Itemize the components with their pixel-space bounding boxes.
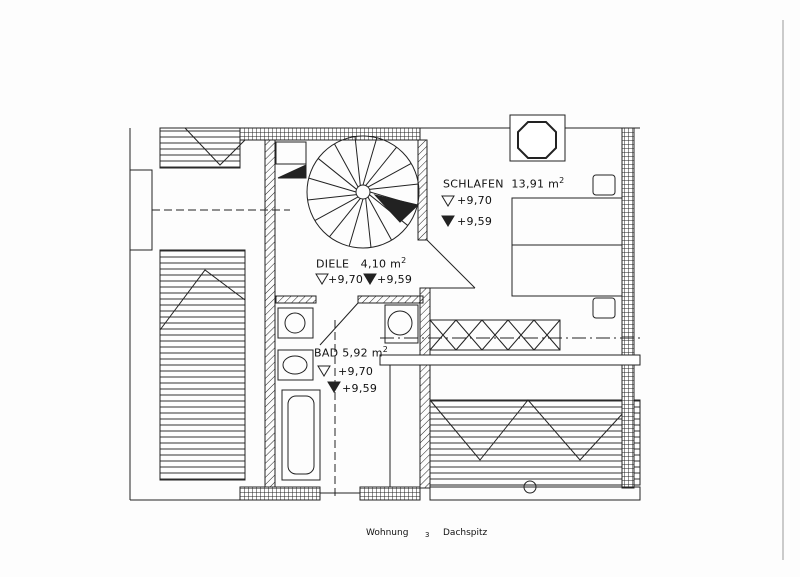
stair-tread [369,183,419,190]
level-top-schlafen: +9,70 [457,194,493,207]
room-area: 4,10 m [360,257,402,271]
stair-tread [365,198,372,248]
room-name: SCHLAFEN [443,177,504,191]
stair-tread [307,194,357,201]
level-floor-schlafen: +9,59 [457,215,493,228]
stair-tread [365,146,397,186]
level-floor-bad: +9,59 [342,382,378,395]
caption-wohnung: Wohnung [366,528,409,538]
stair-tread [367,196,393,241]
level-top-diele: +9,70 [328,273,364,286]
roof-left [159,249,246,481]
stair-tread [317,158,357,190]
level-floor-diele: +9,59 [377,273,413,286]
stair-tread [367,162,412,188]
area-exponent: 2 [382,345,389,354]
stair-tread [348,198,364,247]
room-area: 13,91 m [511,177,560,191]
caption-dachspitz: Dachspitz [443,528,488,538]
stair-tread [329,198,361,238]
room-name: BAD [314,346,339,360]
stair-tread [314,196,359,222]
room-label-bad: BAD 5,92 m2 [314,345,388,360]
room-label-schlafen: SCHLAFEN 13,91 m2 [443,176,565,191]
caption-number: 3 [425,531,430,539]
level-top-bad: +9,70 [338,365,374,378]
area-exponent: 2 [559,176,565,185]
room-area: 5,92 m [342,346,383,360]
roof-right [429,399,641,486]
stair-tread [354,136,361,186]
stair-tread [308,177,357,193]
stair-tread [362,137,378,186]
room-name: DIELE [316,257,350,271]
area-exponent: 2 [401,256,407,265]
room-label-diele: DIELE 4,10 m2 [316,256,407,271]
stair-tread [333,143,359,188]
